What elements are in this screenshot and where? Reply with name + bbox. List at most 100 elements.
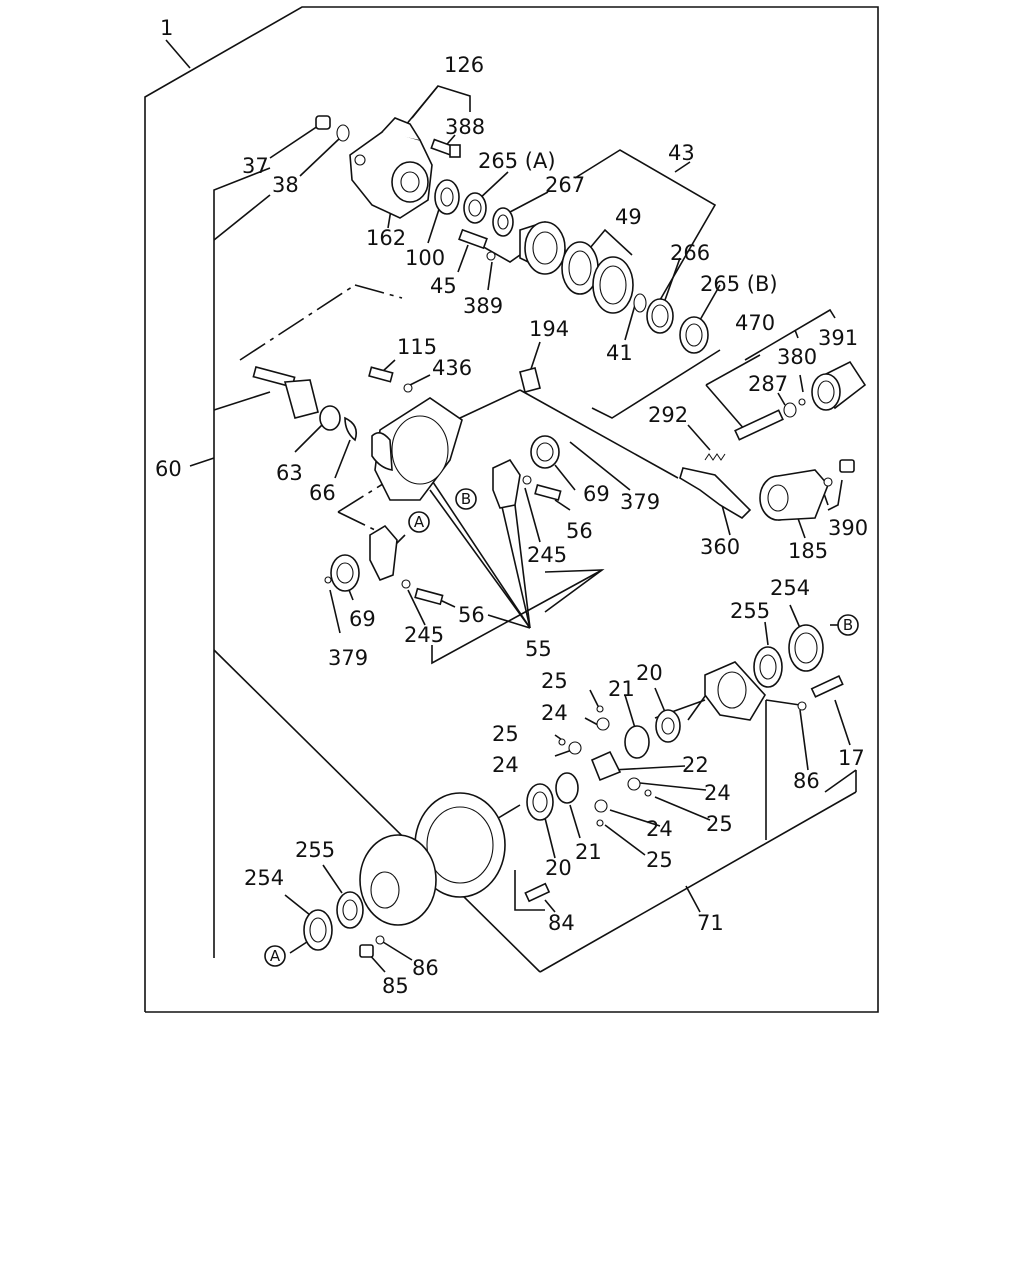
diff-case: [359, 834, 437, 926]
label-379-lower: 379: [328, 646, 368, 670]
spring-292: [704, 453, 726, 461]
label-20-upper: 20: [636, 661, 663, 685]
adjuster-69-lower: [324, 554, 360, 592]
diff-case-cover: [704, 661, 766, 721]
label-85: 85: [382, 974, 409, 998]
label-37: 37: [242, 154, 269, 178]
bolt-84: [524, 882, 551, 903]
label-115: 115: [397, 335, 437, 359]
sleeve-185: [759, 469, 829, 521]
label-245-upper: 245: [527, 543, 567, 567]
label-126: 126: [444, 53, 484, 77]
nut-85: [359, 935, 385, 958]
label-22: 22: [682, 753, 709, 777]
bearing-265a: [463, 192, 487, 224]
label-255-upper: 255: [730, 599, 770, 623]
label-86-lower: 86: [412, 956, 439, 980]
label-265b: 265 (B): [700, 272, 778, 296]
label-287: 287: [748, 372, 788, 396]
label-389: 389: [463, 294, 503, 318]
label-25-a: 25: [541, 669, 568, 693]
label-380: 380: [777, 345, 817, 369]
label-38: 38: [272, 173, 299, 197]
bolt-17: [797, 674, 844, 711]
shaft-287: [734, 398, 806, 441]
label-17: 17: [838, 746, 865, 770]
pinion-shaft: [252, 366, 358, 442]
bearing-265b: [679, 316, 709, 354]
retainer-43: [519, 221, 567, 275]
bolt-390: [823, 459, 855, 487]
svg-text:B: B: [843, 616, 853, 634]
marker-a-upper: A: [408, 511, 430, 533]
label-266: 266: [670, 241, 710, 265]
spacer-41: [633, 293, 647, 313]
nut-37: [315, 115, 350, 142]
label-56-lower: 56: [458, 603, 485, 627]
label-265a: 265 (A): [478, 149, 556, 173]
label-267: 267: [545, 173, 585, 197]
sleeve-391: [811, 360, 867, 411]
bearing-cap-upper: [492, 458, 562, 509]
label-41: 41: [606, 341, 633, 365]
label-254-lower: 254: [244, 866, 284, 890]
svg-text:B: B: [461, 490, 471, 508]
bolt-115: [368, 366, 413, 393]
label-255-lower: 255: [295, 838, 335, 862]
ring-gear: [414, 792, 506, 898]
shims-49: [561, 241, 634, 314]
label-25-c: 25: [706, 812, 733, 836]
label-194: 194: [529, 317, 569, 341]
race-266: [646, 298, 674, 334]
label-71: 71: [697, 911, 724, 935]
leader-lines: [239, 85, 857, 973]
marker-b-right: B: [837, 614, 859, 636]
part-labels: 1 126 388 37 38 265 (A) 43 267 162 100 4…: [155, 16, 868, 998]
label-66: 66: [309, 481, 336, 505]
label-24-d: 24: [646, 817, 673, 841]
spacer-267: [492, 207, 514, 237]
svg-text:A: A: [270, 947, 281, 965]
label-86-upper: 86: [793, 769, 820, 793]
svg-text:A: A: [414, 513, 425, 531]
adjuster-69-upper: [530, 435, 560, 469]
label-470: 470: [735, 311, 775, 335]
label-49: 49: [615, 205, 642, 229]
carrier-housing: [371, 397, 463, 501]
label-43: 43: [668, 141, 695, 165]
label-185: 185: [788, 539, 828, 563]
label-25-d: 25: [646, 848, 673, 872]
label-21-upper: 21: [608, 677, 635, 701]
label-391: 391: [818, 326, 858, 350]
bearing-upper-right: [753, 624, 824, 688]
marker-a-lower: A: [264, 945, 286, 967]
label-360: 360: [700, 535, 740, 559]
label-388: 388: [445, 115, 485, 139]
label-25-b: 25: [492, 722, 519, 746]
label-63: 63: [276, 461, 303, 485]
bolt-388: [430, 138, 461, 158]
label-100: 100: [405, 246, 445, 270]
label-45: 45: [430, 274, 457, 298]
label-24-b: 24: [492, 753, 519, 777]
vent-194: [519, 367, 541, 393]
label-55: 55: [525, 637, 552, 661]
label-21-lower: 21: [575, 840, 602, 864]
label-69-lower: 69: [349, 607, 376, 631]
label-84: 84: [548, 911, 575, 935]
label-24-c: 24: [704, 781, 731, 805]
label-20-lower: 20: [545, 856, 572, 880]
yoke-flange: [349, 117, 433, 219]
shift-fork-360: [679, 467, 752, 520]
bearing-cap-lower: [369, 524, 444, 606]
label-379-upper: 379: [620, 490, 660, 514]
label-245-lower: 245: [404, 623, 444, 647]
bearing-lower-left: [303, 891, 364, 951]
assembly-frame: [144, 6, 879, 1013]
label-1: 1: [160, 16, 173, 40]
bolt-45: [458, 228, 496, 261]
label-69-upper: 69: [583, 482, 610, 506]
label-60: 60: [155, 457, 182, 481]
label-390: 390: [828, 516, 868, 540]
